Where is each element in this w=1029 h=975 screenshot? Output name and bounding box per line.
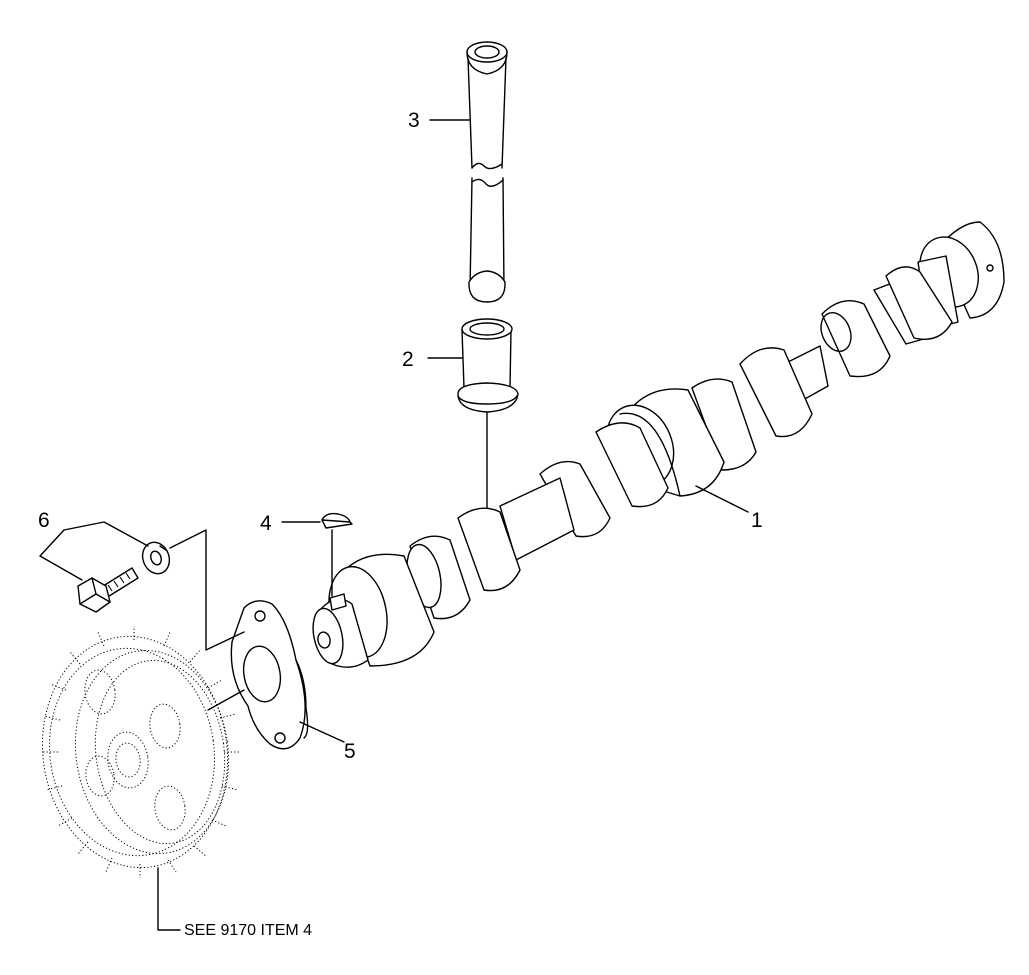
leader-lines [39, 119, 749, 931]
gear-reference-note: SEE 9170 ITEM 4 [184, 922, 312, 939]
push-rod [466, 41, 508, 303]
callout-labels: 3 2 4 1 6 5 SEE 9170 ITEM 4 [38, 109, 763, 939]
woodruff-key [321, 512, 353, 529]
callout-3: 3 [408, 109, 420, 132]
callout-1: 1 [751, 509, 763, 532]
callout-2: 2 [402, 348, 414, 371]
callout-6: 6 [38, 509, 50, 532]
callout-5: 5 [344, 740, 356, 763]
tappet [457, 318, 519, 413]
camshaft [312, 221, 1005, 668]
thrust-plate [230, 600, 309, 750]
callout-4: 4 [260, 512, 272, 535]
cam-gear [41, 626, 240, 878]
bolt-and-lock-washer [77, 541, 171, 613]
